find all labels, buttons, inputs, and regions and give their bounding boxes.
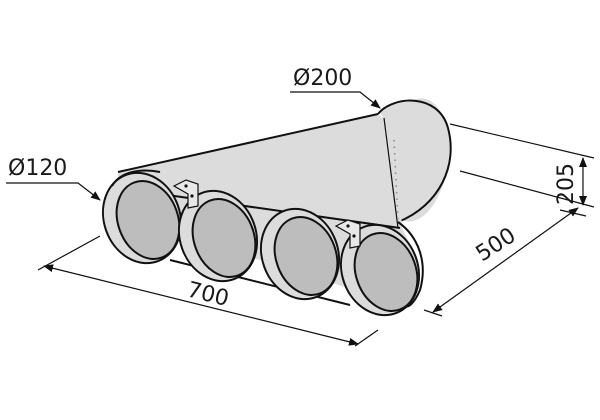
dimension-outlet-diameter: Ø120 — [6, 156, 101, 201]
height-label: 205 — [554, 163, 579, 205]
width-label: 700 — [185, 278, 232, 312]
depth-label: 500 — [472, 223, 521, 267]
dimension-depth: 500 — [423, 207, 587, 317]
inlet-diameter-label: Ø200 — [293, 66, 352, 91]
outlet-4 — [339, 223, 421, 317]
outlet-1 — [101, 169, 183, 265]
outlet-2 — [177, 189, 259, 283]
dimension-height: 205 — [449, 123, 595, 208]
mounting-bracket-1 — [172, 179, 199, 209]
mounting-bracket-2 — [334, 219, 361, 249]
outlet-diameter-label: Ø120 — [8, 156, 67, 181]
dimension-inlet-diameter: Ø200 — [290, 66, 381, 109]
